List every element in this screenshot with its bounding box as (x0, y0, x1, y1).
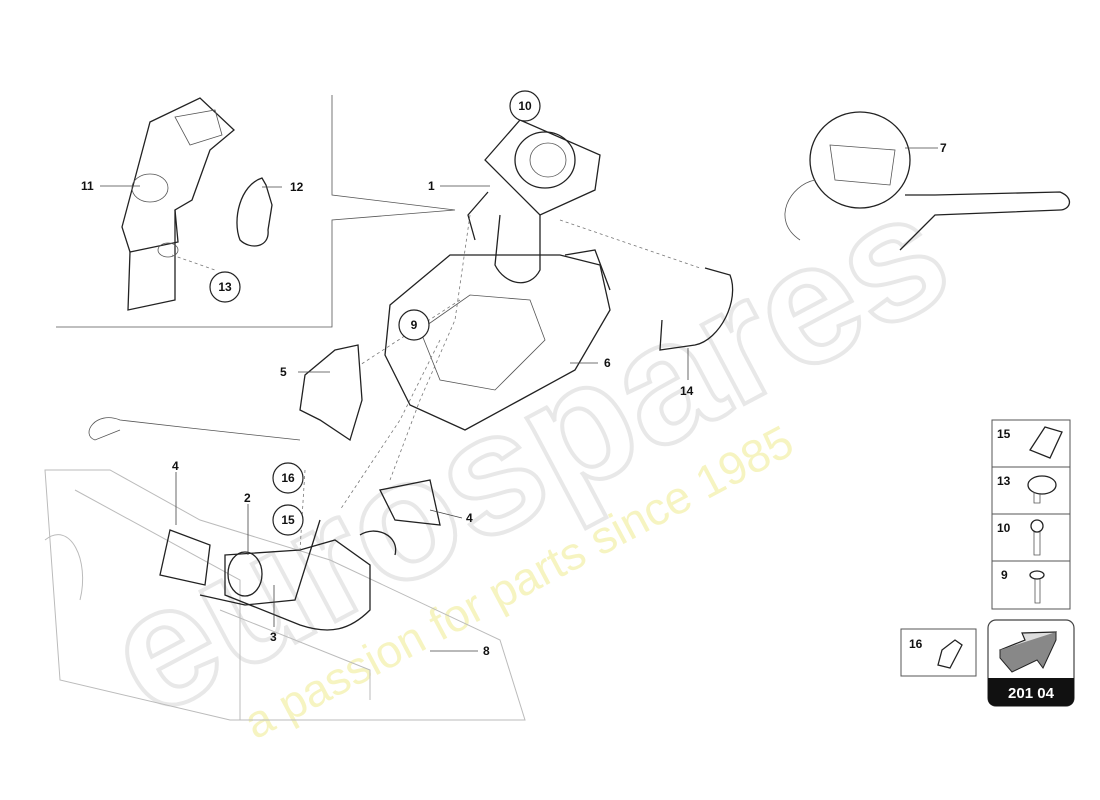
svg-text:16: 16 (281, 471, 295, 485)
legend-label-15: 15 (997, 427, 1011, 441)
bracket-clip-icon (937, 639, 963, 669)
callout-circle-13 (209, 271, 241, 303)
callout-11: 11 (81, 179, 94, 193)
next-page-button[interactable]: 201 04 (987, 619, 1075, 707)
callout-1: 1 (428, 179, 435, 193)
callout-2: 2 (244, 491, 251, 505)
callout-labels: 11 12 1 7 5 6 14 4 2 4 3 8 10 13 9 16 15 (81, 90, 947, 658)
callout-5: 5 (280, 365, 287, 379)
screw-icon (1029, 570, 1045, 604)
callout-circle-15 (272, 504, 304, 536)
plastic-rivet-icon (1027, 475, 1057, 504)
watermark: eurospares a passion for parts since 198… (76, 153, 978, 755)
part-11-bracket (121, 97, 235, 311)
callout-circle-9 (398, 309, 430, 341)
legend-label-13: 13 (997, 474, 1011, 488)
callout-12: 12 (290, 180, 304, 194)
callout-14: 14 (680, 384, 694, 398)
inset-frame (56, 95, 456, 328)
part-1-filler-neck (467, 119, 601, 284)
filler-hoses (159, 479, 441, 631)
part-5-actuator (88, 344, 363, 442)
extra-part-label-16: 16 (909, 637, 923, 651)
callout-6: 6 (604, 356, 611, 370)
expanding-rivet-icon (1030, 519, 1044, 556)
legend-label-9: 9 (1001, 568, 1008, 582)
part-12-seal (236, 177, 273, 247)
svg-text:10: 10 (518, 99, 532, 113)
callout-7: 7 (940, 141, 947, 155)
part-7-fuel-cap (784, 111, 1071, 251)
callout-circle-10 (509, 90, 541, 122)
svg-text:9: 9 (411, 318, 418, 332)
fastener-legend: 15 13 10 9 (991, 419, 1071, 610)
svg-text:15: 15 (281, 513, 295, 527)
callout-circle-16 (272, 462, 304, 494)
page-number: 201 04 (1008, 685, 1055, 702)
extra-part-16-box: 16 (900, 628, 977, 677)
legend-label-10: 10 (997, 521, 1011, 535)
part-14-wire (659, 267, 734, 351)
fuel-tank-outline (44, 469, 526, 721)
callout-4b: 4 (466, 511, 473, 525)
svg-text:eurospares: eurospares (78, 155, 976, 753)
clip-icon (1029, 426, 1063, 459)
callout-3: 3 (270, 630, 277, 644)
leader-lines (100, 147, 938, 652)
svg-text:13: 13 (218, 280, 232, 294)
callout-8: 8 (483, 644, 490, 658)
callout-4a: 4 (172, 459, 179, 473)
part-6-housing (384, 249, 611, 431)
